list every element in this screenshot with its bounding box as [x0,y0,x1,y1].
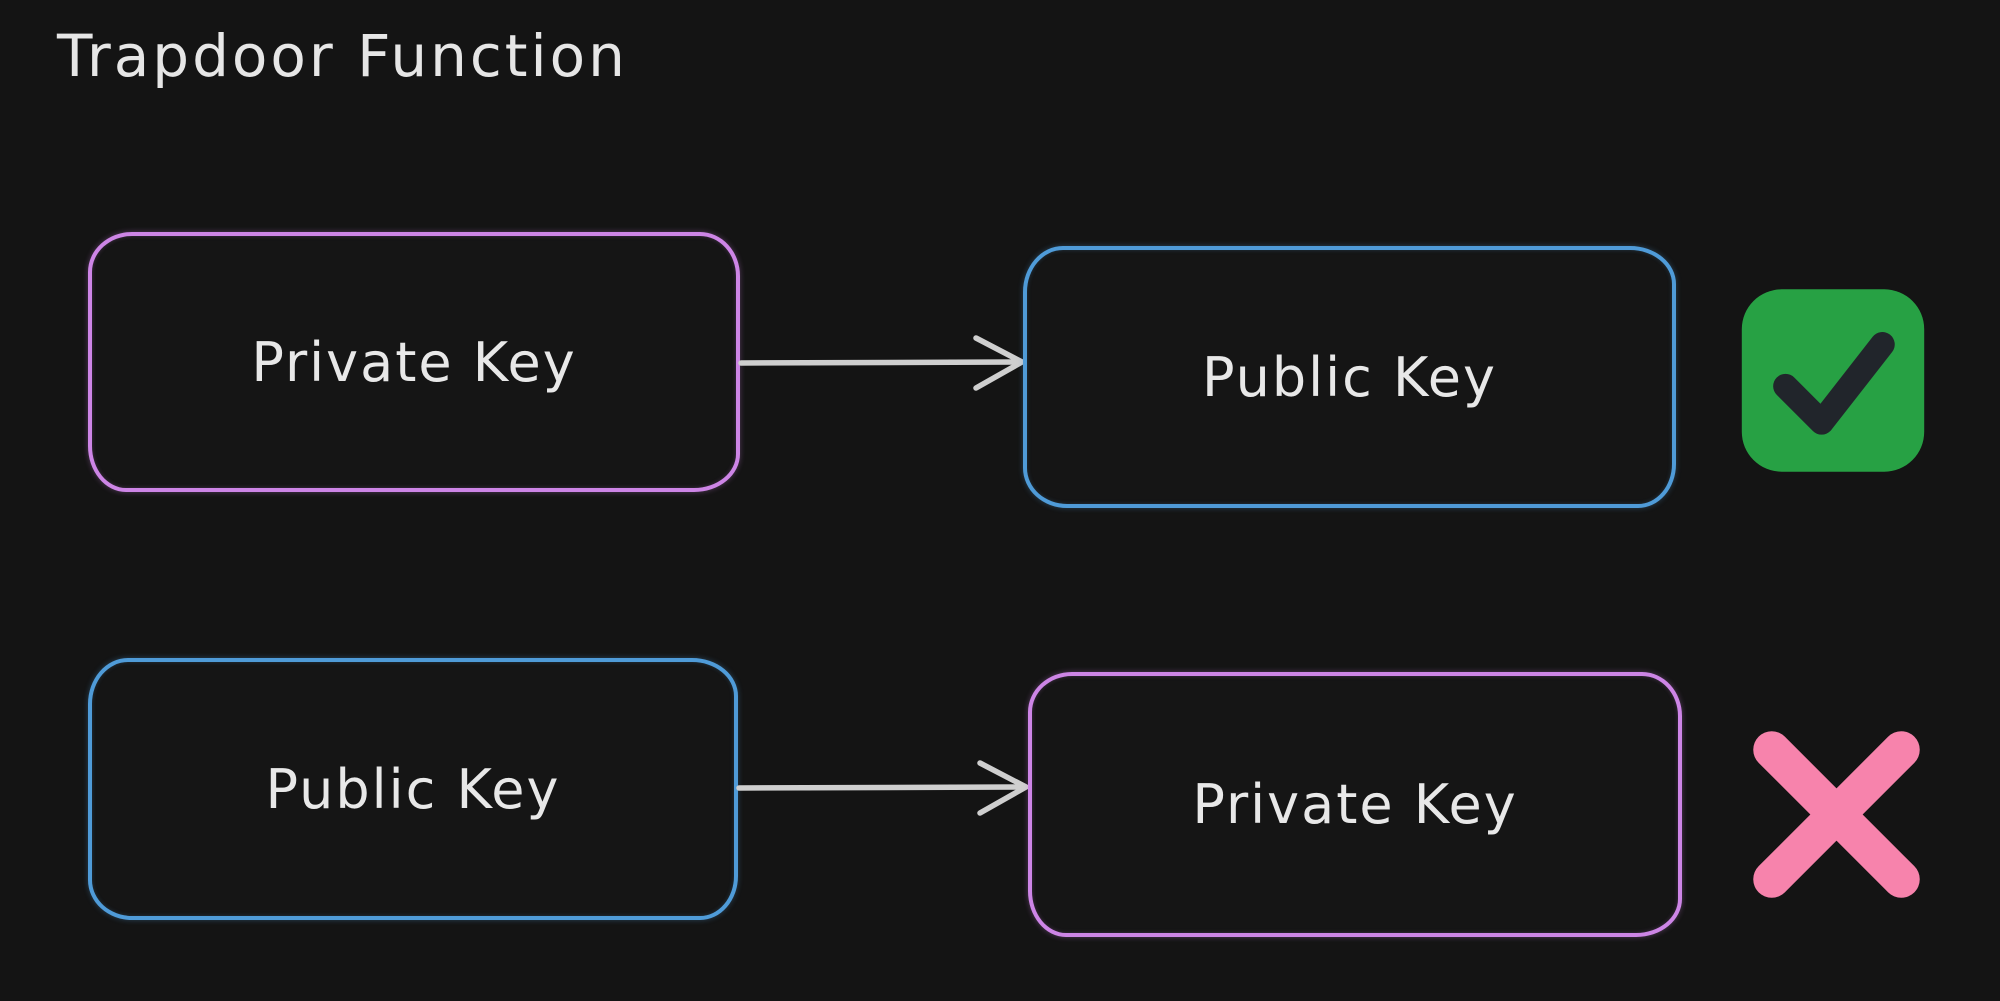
node-label: Private Key [1192,773,1518,836]
node-label: Private Key [251,330,577,394]
arrow-right-icon [738,335,1025,391]
node-label: Public Key [1202,345,1497,409]
check-icon [1741,289,1925,472]
node-private-key-source: Private Key [88,232,740,492]
arrow-right-icon [736,760,1029,816]
node-public-key-source: Public Key [88,658,738,920]
cross-icon [1753,731,1920,898]
node-private-key-target: Private Key [1028,672,1682,937]
node-public-key-target: Public Key [1023,246,1676,508]
diagram-title: Trapdoor Function [57,22,628,90]
node-label: Public Key [265,757,561,821]
